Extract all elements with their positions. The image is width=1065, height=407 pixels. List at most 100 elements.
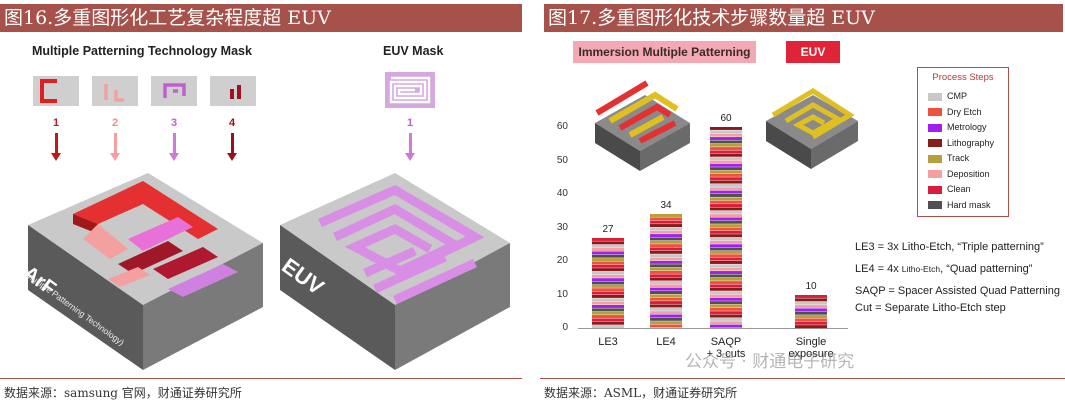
bar-segment <box>650 314 682 318</box>
bar-segment <box>710 130 742 134</box>
legend-title: Process Steps <box>932 72 994 83</box>
bar-segment <box>650 234 682 238</box>
bar-segment <box>710 234 742 238</box>
bar-segment <box>710 271 742 274</box>
bar-segment <box>710 217 742 221</box>
legend-label: Clean <box>947 184 971 194</box>
bar-segment <box>592 311 624 315</box>
bar-segment <box>650 297 682 301</box>
legend-item: Lithography <box>928 137 994 149</box>
bar-segment <box>592 321 624 325</box>
bar-segment <box>710 127 742 130</box>
bar-segment <box>592 294 624 298</box>
bar <box>795 294 827 328</box>
legend-item: Track <box>928 152 969 164</box>
bar-segment <box>710 321 742 325</box>
bar-segment <box>710 210 742 214</box>
bar-segment <box>710 264 742 268</box>
legend-label: Lithography <box>947 137 995 148</box>
bar-segment <box>650 277 682 281</box>
bar-segment <box>650 214 682 218</box>
legend-swatch <box>928 170 942 179</box>
bar-segment <box>710 177 742 181</box>
mask-tile-4 <box>210 76 256 106</box>
y-tick-label: 40 <box>556 188 568 199</box>
bar-segment <box>710 250 742 254</box>
bar-segment <box>795 301 827 305</box>
x-axis-line <box>578 328 848 329</box>
bar-segment <box>710 183 742 187</box>
x-category-label: SAQP + 3 cuts <box>706 336 746 360</box>
y-tick-label: 60 <box>556 121 568 132</box>
left-source: 数据来源：samsung 官网，财通证券研究所 <box>4 386 242 400</box>
bar-segment <box>650 271 682 274</box>
bar-segment <box>592 260 624 264</box>
bar-segment <box>710 204 742 207</box>
bar-segment <box>710 224 742 228</box>
bar-segment <box>650 264 682 268</box>
bar-segment <box>710 170 742 174</box>
bar-segment <box>710 301 742 305</box>
bar-segment <box>650 311 682 315</box>
mask-pattern-2-icon <box>104 84 124 102</box>
legend-swatch <box>928 185 942 194</box>
bar-segment <box>710 277 742 281</box>
mask-pattern-4-icon <box>230 85 241 99</box>
tag-immersion-mp: Immersion Multiple Patterning <box>573 41 756 63</box>
mask-tile-2 <box>92 76 138 106</box>
bar-segment <box>710 307 742 311</box>
bar-segment <box>710 173 742 177</box>
bar-segment <box>650 317 682 321</box>
legend-label: Track <box>947 153 970 163</box>
bar-segment <box>592 257 624 261</box>
bar-segment <box>710 187 742 191</box>
bar-segment <box>592 287 624 291</box>
bar-segment <box>592 317 624 321</box>
bar-segment <box>710 267 742 271</box>
bar-segment <box>795 294 827 298</box>
bar-segment <box>710 287 742 291</box>
bar-segment <box>710 227 742 231</box>
bar-segment <box>710 143 742 147</box>
bar-segment <box>592 281 624 285</box>
legend-label: Deposition <box>947 168 990 179</box>
legend-label: CMP <box>947 91 967 101</box>
bar-segment <box>710 284 742 288</box>
note-le4: LE4 = 4x Litho-Etch, “Quad patterning” <box>855 263 1033 275</box>
bar-segment <box>650 267 682 271</box>
legend-item: Deposition <box>928 168 990 180</box>
bar-segment <box>710 167 742 171</box>
watermark: 公众号 · 财通电子研究 <box>685 352 855 372</box>
bar-segment <box>650 307 682 311</box>
x-category-label: LE3 <box>598 336 618 348</box>
arrow-down-icon <box>110 133 120 161</box>
arrow-down-icon <box>169 133 179 161</box>
bar-segment <box>710 153 742 157</box>
y-tick-label: 50 <box>556 154 568 166</box>
bar-segment <box>650 250 682 254</box>
mp-step-2: 2 <box>112 117 119 129</box>
bar-segment <box>795 311 827 315</box>
bar-segment <box>650 291 682 295</box>
bar-segment <box>650 254 682 258</box>
y-tick-label: 10 <box>556 288 568 300</box>
arf-chip-illustration <box>28 173 263 370</box>
legend-label: Hard mask <box>947 199 991 210</box>
bar <box>650 214 682 328</box>
tag-euv: EUV <box>786 41 840 63</box>
bar-segment <box>592 301 624 305</box>
x-category-label: LE4 <box>656 336 676 348</box>
bar-segment <box>650 240 682 244</box>
bar-segment <box>592 247 624 251</box>
y-tick-label: 20 <box>556 255 568 266</box>
bar-segment <box>795 297 827 301</box>
bar-segment <box>592 267 624 271</box>
bar-segment <box>710 281 742 285</box>
bar-segment <box>592 277 624 281</box>
bar-segment <box>650 294 682 298</box>
bar-segment <box>650 281 682 285</box>
bar-value-label: 60 <box>720 113 732 124</box>
y-tick-label: 0 <box>562 322 568 333</box>
